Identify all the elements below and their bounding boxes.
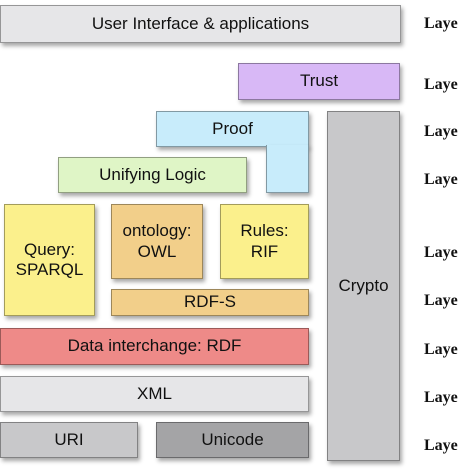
sparql-label: SPARQL xyxy=(15,260,84,279)
rules-rif-block: Rules: RIF xyxy=(220,204,309,279)
uri-label: URI xyxy=(54,429,84,449)
rdfs-label: RDF-S xyxy=(184,292,236,312)
ui-applications-label: User Interface & applications xyxy=(91,13,310,33)
owl-label: OWL xyxy=(137,241,177,261)
ontology-owl-block: ontology: OWL xyxy=(111,204,203,279)
layer-label: Laye xyxy=(424,389,458,406)
layer-label: Laye xyxy=(424,292,458,309)
layer-label: Laye xyxy=(424,15,458,32)
xml-block: XML xyxy=(0,376,309,412)
proof-block-extension xyxy=(266,145,309,193)
query-sparql-block: Query: SPARQL xyxy=(4,204,95,316)
rdfs-block: RDF-S xyxy=(111,289,309,316)
unifying-logic-block: Unifying Logic xyxy=(58,157,247,193)
trust-block: Trust xyxy=(238,63,400,100)
proof-block: Proof xyxy=(156,111,309,147)
unicode-block: Unicode xyxy=(156,422,309,458)
uri-block: URI xyxy=(0,422,138,458)
ui-applications-block: User Interface & applications xyxy=(0,5,401,43)
layer-label: Laye xyxy=(424,171,458,188)
crypto-label: Crypto xyxy=(338,275,389,295)
data-interchange-rdf-block: Data interchange: RDF xyxy=(0,328,309,365)
layer-label: Laye xyxy=(424,341,458,358)
unifying-logic-label: Unifying Logic xyxy=(99,164,206,184)
rif-label: RIF xyxy=(250,241,279,261)
layer-label: Laye xyxy=(424,123,458,140)
rules-label: Rules: xyxy=(240,221,289,241)
crypto-block: Crypto xyxy=(327,111,400,461)
layer-label: Laye xyxy=(424,244,458,261)
layer-label: Laye xyxy=(424,437,458,454)
data-interchange-label: Data interchange: RDF xyxy=(67,336,242,356)
proof-label: Proof xyxy=(212,118,253,138)
unicode-label: Unicode xyxy=(201,429,264,449)
trust-label: Trust xyxy=(299,71,339,91)
ontology-label: ontology: xyxy=(122,221,192,241)
xml-label: XML xyxy=(137,383,172,403)
layer-label: Laye xyxy=(424,76,458,93)
query-label: Query: xyxy=(23,239,76,259)
